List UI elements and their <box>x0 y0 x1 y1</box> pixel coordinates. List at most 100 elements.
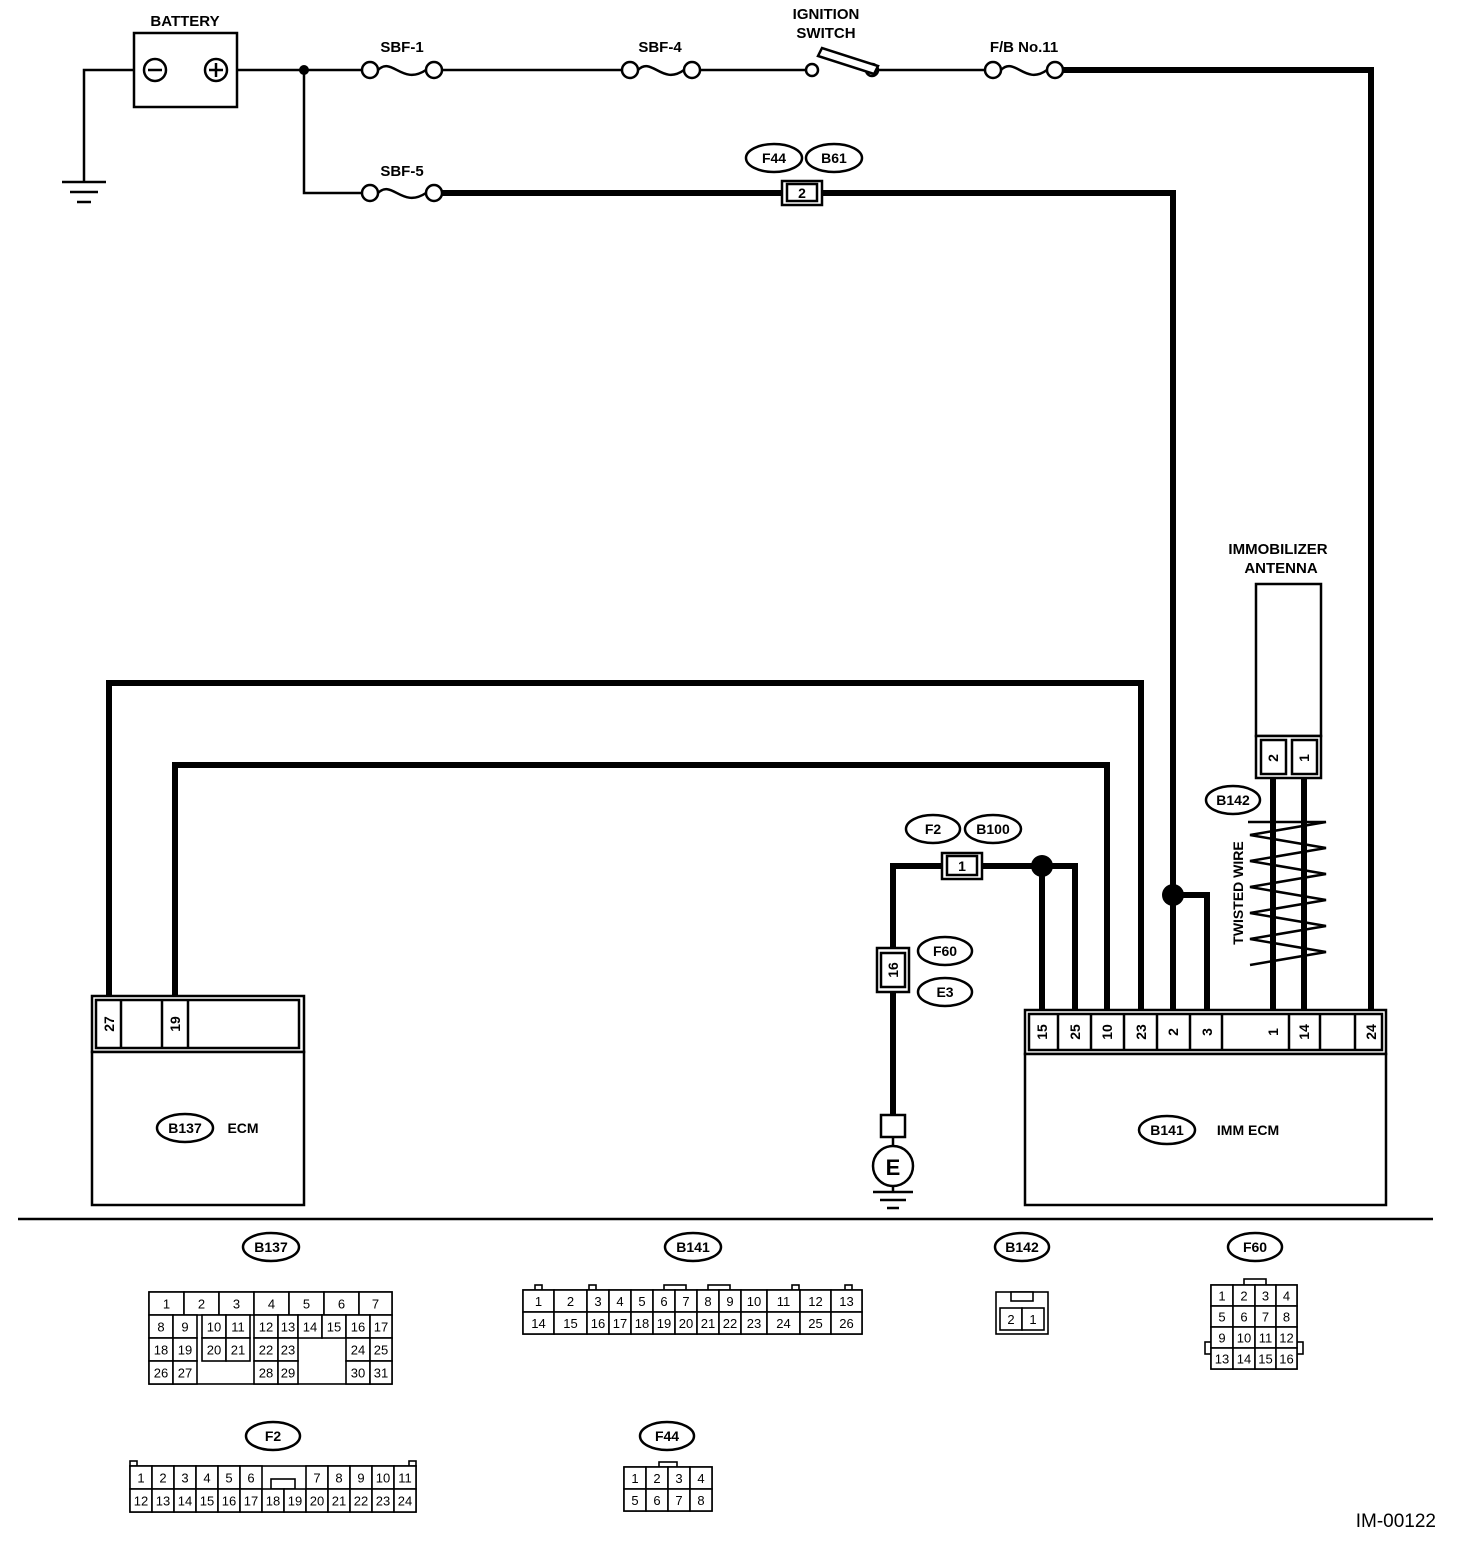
face-f60-pin-9: 9 <box>1218 1331 1225 1346</box>
face-f60-pin-16: 16 <box>1279 1352 1293 1367</box>
face-b137-pin-13: 13 <box>281 1320 295 1335</box>
face-b137-pin-2: 2 <box>198 1297 205 1312</box>
face-f60-pin-15: 15 <box>1258 1352 1272 1367</box>
ecm-label: ECM <box>227 1120 258 1136</box>
face-b142-pin-1: 1 <box>1029 1312 1036 1327</box>
face-b137-pin-23: 23 <box>281 1343 295 1358</box>
battery: BATTERY <box>132 13 239 109</box>
ground-e-label: E <box>886 1155 901 1180</box>
face-f2-pin-5: 5 <box>225 1471 232 1486</box>
f2-tag: F2 <box>925 821 942 837</box>
face-f2-pin-16: 16 <box>222 1494 236 1509</box>
face-b137-pin-18: 18 <box>154 1343 168 1358</box>
face-b141-pin-21: 21 <box>701 1316 715 1331</box>
face-b137-pin-9: 9 <box>181 1320 188 1335</box>
face-b137-pin-3: 3 <box>233 1297 240 1312</box>
face-b141-pin-3: 3 <box>594 1294 601 1309</box>
face-b137-pin-21: 21 <box>231 1343 245 1358</box>
f44-tag: F44 <box>762 150 786 166</box>
b61-tag: B61 <box>821 150 847 166</box>
imm-ecm-pin-2: 2 <box>1165 1028 1181 1036</box>
sbf5-label: SBF-5 <box>380 163 423 180</box>
fuse-sbf5: SBF-5 <box>360 163 444 203</box>
face-f44-pin-3: 3 <box>675 1471 682 1486</box>
face-b137-pin-15: 15 <box>327 1320 341 1335</box>
wire-pin25 <box>982 863 1078 1014</box>
face-b142-pin-2: 2 <box>1007 1312 1014 1327</box>
face-f60-pin-1: 1 <box>1218 1289 1225 1304</box>
face-f2-pin-6: 6 <box>247 1471 254 1486</box>
face-b141-pin-18: 18 <box>635 1316 649 1331</box>
face-f60-pin-14: 14 <box>1237 1352 1251 1367</box>
f60-tag: F60 <box>933 943 957 959</box>
face-b141-pin-25: 25 <box>808 1316 822 1331</box>
face-b141-pin-4: 4 <box>616 1294 623 1309</box>
face-b137-pin-4: 4 <box>268 1297 275 1312</box>
connector-f60-e3: 16 F60 E3 <box>875 935 974 1008</box>
face-b137-pin-26: 26 <box>154 1366 168 1381</box>
face-f2-pin-22: 22 <box>354 1494 368 1509</box>
antenna-label-2: ANTENNA <box>1244 560 1317 577</box>
face-f60-pin-7: 7 <box>1262 1310 1269 1325</box>
imm-ecm-pin-14: 14 <box>1296 1024 1312 1040</box>
face-b137-pin-14: 14 <box>303 1320 317 1335</box>
imm-ecm-pin-1: 1 <box>1265 1028 1281 1036</box>
face-f60-pin-5: 5 <box>1218 1310 1225 1325</box>
imm-ecm-pin-15: 15 <box>1034 1024 1050 1040</box>
face-f60-pin-6: 6 <box>1240 1310 1247 1325</box>
e3-tag: E3 <box>936 984 953 1000</box>
face-b137-pin-10: 10 <box>207 1320 221 1335</box>
ignition-switch: IGNITION SWITCH <box>793 6 880 78</box>
f60-e3-pin: 16 <box>885 962 901 978</box>
face-f2-pin-20: 20 <box>310 1494 324 1509</box>
face-f44-tag: F44 <box>638 1420 696 1452</box>
sbf4-label: SBF-4 <box>638 39 682 56</box>
face-f2-pin-3: 3 <box>181 1471 188 1486</box>
face-b141-pin-17: 17 <box>613 1316 627 1331</box>
imm-ecm-pin-25: 25 <box>1067 1024 1083 1040</box>
b100-tag: B100 <box>976 821 1010 837</box>
connector-f2-b100: 1 F2 B100 <box>904 813 1023 881</box>
face-b141-tag: B141 <box>663 1231 723 1263</box>
face-f2-pin-15: 15 <box>200 1494 214 1509</box>
face-f2-pin-24: 24 <box>398 1494 412 1509</box>
face-f2-pin-2: 2 <box>159 1471 166 1486</box>
face-b137-pin-5: 5 <box>303 1297 310 1312</box>
face-f44-label: F44 <box>655 1428 679 1444</box>
wire-ecm19-imm10 <box>172 762 1110 1014</box>
face-b137-pin-8: 8 <box>157 1320 164 1335</box>
face-b141-pin-23: 23 <box>747 1316 761 1331</box>
face-b137-pin-30: 30 <box>351 1366 365 1381</box>
face-b142-tag: B142 <box>993 1231 1051 1263</box>
sbf1-label: SBF-1 <box>380 39 423 56</box>
face-b141-pin-16: 16 <box>591 1316 605 1331</box>
f44-b61-pin: 2 <box>798 185 806 201</box>
face-b141-pin-24: 24 <box>776 1316 790 1331</box>
face-b141-pin-15: 15 <box>563 1316 577 1331</box>
face-b141-pin-6: 6 <box>660 1294 667 1309</box>
face-f60-pin-2: 2 <box>1240 1289 1247 1304</box>
antenna-label-1: IMMOBILIZER <box>1228 541 1327 558</box>
face-b141-label: B141 <box>676 1239 710 1255</box>
face-b137-pin-11: 11 <box>231 1320 245 1335</box>
face-f60-label: F60 <box>1243 1239 1267 1255</box>
b142-tag-antenna: B142 <box>1204 784 1262 816</box>
face-f44-pin-5: 5 <box>631 1493 638 1508</box>
face-b137-pin-7: 7 <box>372 1297 379 1312</box>
face-b141-pin-8: 8 <box>704 1294 711 1309</box>
face-b137-pin-12: 12 <box>259 1320 273 1335</box>
face-b141-pin-11: 11 <box>777 1294 791 1309</box>
sbf5-feed-wire <box>302 70 362 195</box>
face-b141-pin-9: 9 <box>726 1294 733 1309</box>
face-b137-label: B137 <box>254 1239 288 1255</box>
face-f60-pin-3: 3 <box>1262 1289 1269 1304</box>
face-f2-pin-14: 14 <box>178 1494 192 1509</box>
face-b141-pin-19: 19 <box>657 1316 671 1331</box>
face-f60-pin-4: 4 <box>1283 1289 1290 1304</box>
face-f2-pin-23: 23 <box>376 1494 390 1509</box>
fuse-sbf4: SBF-4 <box>620 39 702 80</box>
face-f2-pin-11: 11 <box>398 1471 412 1486</box>
